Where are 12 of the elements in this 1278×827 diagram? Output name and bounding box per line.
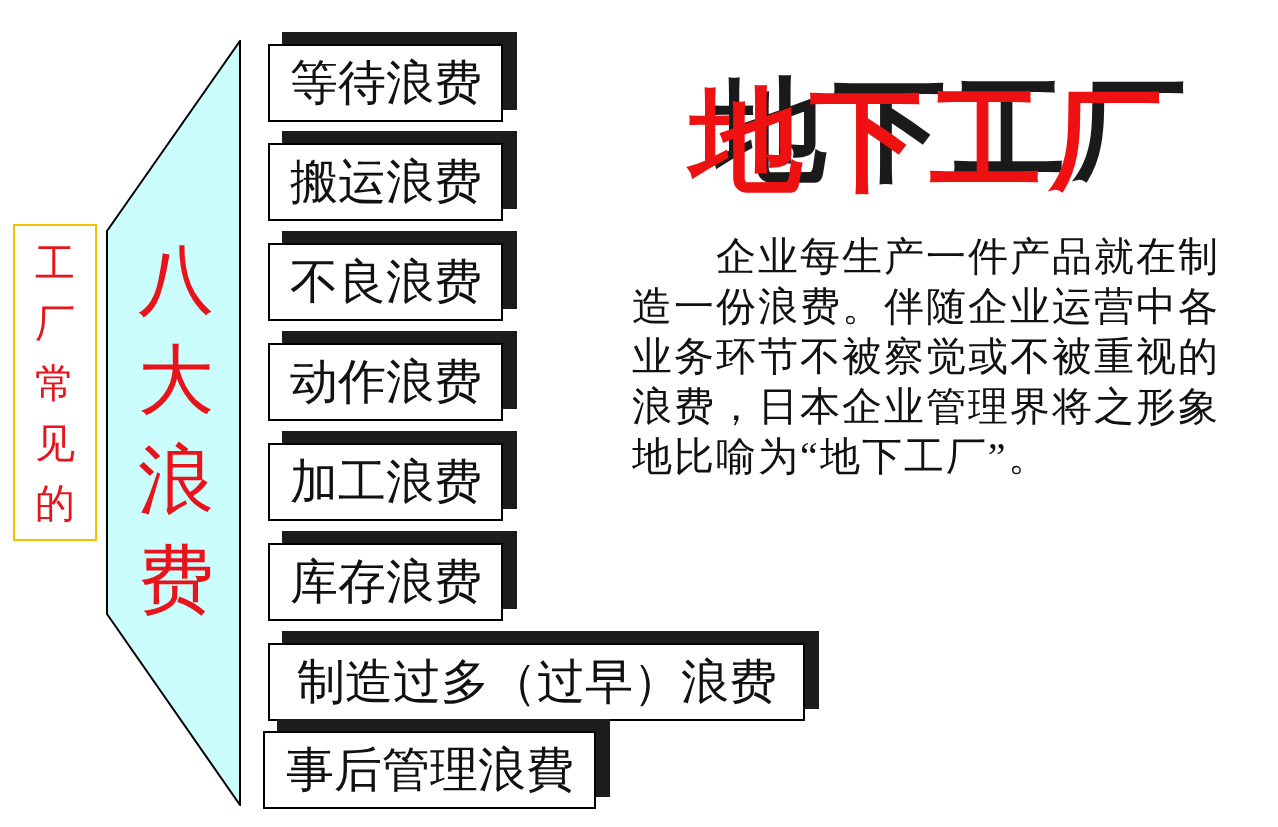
waste-item-box: 搬运浪费 [268,143,503,221]
waste-item-box: 制造过多（过早）浪费 [268,643,805,721]
banner-text: 八大浪费 [137,237,215,624]
waste-item-box: 事后管理浪費 [263,731,596,809]
waste-item-box: 加工浪费 [268,443,503,521]
waste-item-box: 动作浪费 [268,343,503,421]
waste-item-box: 等待浪费 [268,44,503,122]
side-label-box: 工厂常见的 [13,224,97,541]
banner-panel [106,40,242,806]
waste-item-box: 不良浪费 [268,243,503,321]
waste-item-box: 库存浪费 [268,543,503,621]
description-paragraph: 企业每生产一件产品就在制造一份浪费。伴随企业运营中各业务环节不被察觉或不被重视的浪费，日本企业管理界将之形象地比喻为“地下工厂”。 [632,233,1221,481]
